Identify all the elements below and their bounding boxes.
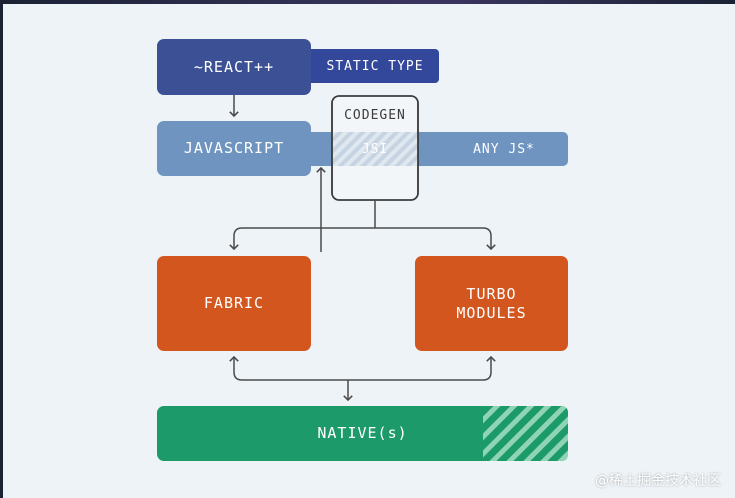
jsi-label: JSI (361, 141, 389, 157)
codegen-label: CODEGEN (344, 107, 406, 123)
static-type-label: STATIC TYPE (326, 58, 424, 74)
watermark-text: @稀土掘金技术社区 (595, 473, 721, 489)
native-label: NATIVE(s) (317, 424, 408, 442)
fabric-box (157, 256, 311, 351)
turbo-modules-label: TURBO MODULES (456, 284, 527, 322)
turbo-modules-box (415, 256, 568, 351)
top-edge-bar (0, 0, 735, 4)
left-edge-bar (0, 0, 3, 498)
native-box (157, 406, 568, 461)
static-type-band (290, 49, 439, 83)
jsi-hatch-band (333, 132, 417, 166)
fabric-label: FABRIC (203, 294, 265, 312)
connector-to-fabric (229, 227, 375, 251)
connector-fabric-native (229, 355, 496, 381)
connector-to-turbo (375, 227, 496, 251)
javascript-label: JAVASCRIPT (183, 139, 285, 157)
react-label: ~REACT++ (193, 57, 275, 76)
react-box (157, 39, 311, 95)
any-js-label: ANY JS* (473, 141, 535, 157)
javascript-box (157, 121, 311, 176)
native-hatch (483, 406, 568, 461)
